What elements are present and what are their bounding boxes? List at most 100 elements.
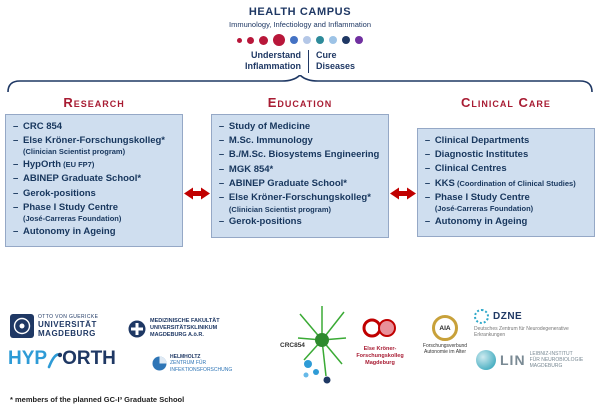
ovgu-line2: UNIVERSITÄT: [38, 320, 97, 329]
list-item: M.Sc. Immunology: [219, 135, 384, 148]
list-item: Study of Medicine: [219, 121, 384, 134]
lin-logo: LIN LEIBNIZ-INSTITUT FÜR NEUROBIOLOGIE M…: [476, 350, 583, 370]
column-title-research: Research: [63, 94, 125, 110]
crc854-neuron-icon: [297, 306, 347, 384]
list-item: Clinical Centres: [425, 163, 590, 176]
logo-strip: OTTO VON GUERICKE UNIVERSITÄT MAGDEBURG …: [0, 302, 600, 392]
column-title-clinical-care: Clinical Care: [460, 94, 551, 110]
lin-line3: MAGDEBURG: [529, 363, 563, 370]
list-item: Gerok-positions: [219, 216, 384, 229]
page-title: HEALTH CAMPUS: [248, 6, 352, 18]
dzne-line1: Deutsches Zentrum für Neurodegenerative: [474, 326, 569, 332]
lin-line1: LEIBNIZ-INSTITUT: [529, 350, 573, 357]
dot: [342, 36, 350, 44]
dot: [290, 36, 298, 44]
column-education: Education Study of MedicineM.Sc. Immunol…: [210, 94, 390, 248]
medfak-line3: MAGDEBURG A.ö.R.: [150, 332, 204, 339]
hyporth-part2: ORTH: [62, 348, 116, 369]
helmholtz-line1: HELMHOLTZ: [170, 354, 201, 360]
dot: [355, 36, 363, 44]
tagline: Understand Inflammation Cure Diseases: [0, 50, 600, 73]
arrow-research-education: [183, 95, 211, 248]
dot: [303, 36, 311, 44]
dot: [316, 36, 324, 44]
dot: [237, 37, 242, 43]
ovgu-emblem-icon: [10, 314, 34, 338]
list-item: KKS (Coordination of Clinical Studies): [425, 178, 590, 191]
ovgu-logo: OTTO VON GUERICKE UNIVERSITÄT MAGDEBURG: [10, 314, 98, 338]
tagline-understand: Understand: [250, 50, 301, 60]
header: HEALTH CAMPUS Immunology, Infectiology a…: [0, 0, 600, 73]
else-kroener-icon: [362, 318, 396, 338]
dots-row: [0, 33, 600, 47]
medfak-line2: UNIVERSITÄTSKLINIKUM: [150, 325, 218, 332]
list-item: Autonomy in Ageing: [13, 226, 178, 239]
list-item: CRC 854: [13, 121, 178, 134]
dot: [273, 34, 285, 46]
medfak-line1: MEDIZINISCHE FAKULTÄT: [150, 318, 220, 324]
list-item: Gerok-positions: [13, 188, 178, 201]
list-item: Diagnostic Institutes: [425, 149, 590, 162]
lin-abbr: LIN: [500, 352, 526, 368]
hyporth-logo: HYP ORTH: [8, 348, 116, 370]
tagline-divider: [307, 50, 309, 73]
hyporth-part1: HYP: [8, 348, 48, 369]
dzne-circle-icon: [474, 309, 489, 324]
list-item: ABINEP Graduate School*: [13, 173, 178, 186]
dzne-logo: DZNE Deutsches Zentrum für Neurodegenera…: [474, 309, 592, 338]
dzne-abbr: DZNE: [493, 311, 523, 322]
aia-logo: AIA Forschungsverbund Autonomie im Alter: [421, 315, 469, 356]
helmholtz-icon: [152, 356, 167, 371]
crc854-label: CRC854: [280, 342, 305, 349]
list-item: Phase I Study Centre(José-Carreras Found…: [425, 192, 590, 214]
ovgu-line3: MAGDEBURG: [38, 329, 96, 338]
aia-abbr: AIA: [439, 324, 451, 332]
column-title-education: Education: [267, 94, 333, 110]
lin-line2: FÜR NEUROBIOLOGIE: [529, 356, 584, 363]
ovgu-line1: OTTO VON GUERICKE: [38, 314, 99, 320]
kroener-line1: Else Kröner-: [363, 346, 397, 352]
medical-faculty-logo: MEDIZINISCHE FAKULTÄT UNIVERSITÄTSKLINIK…: [128, 318, 220, 339]
kroener-line3: Magdeburg: [365, 359, 395, 366]
arrow-education-clinical: [389, 95, 417, 248]
page-subtitle: Immunology, Infectiology and Inflammatio…: [228, 20, 372, 29]
tagline-right: Cure Diseases: [309, 50, 362, 73]
kroener-line2: Forschungskolleg: [356, 352, 404, 359]
helmholtz-line2: ZENTRUM FÜR: [170, 360, 207, 367]
aia-line2: Autonomie im Alter: [424, 349, 466, 356]
aia-ring-icon: AIA: [432, 315, 458, 341]
footnote: * members of the planned GC-I³ Graduate …: [10, 395, 185, 404]
helmholtz-line3: INFEKTIONSFORSCHUNG: [170, 366, 233, 373]
list-item: Else Kröner-Forschungskolleg*(Clinician …: [219, 192, 384, 214]
tagline-inflammation: Inflammation: [244, 61, 301, 72]
dzne-line2: Erkrankungen: [474, 332, 506, 338]
list-item: ABINEP Graduate School*: [219, 178, 384, 191]
list-item: MGK 854*: [219, 164, 384, 177]
column-clinical-care: Clinical Care Clinical DepartmentsDiagno…: [416, 94, 595, 248]
list-item: HypOrth (EU FP7): [13, 159, 178, 172]
list-item: B./M.Sc. Biosystems Engineering: [219, 149, 384, 162]
dot: [259, 35, 268, 45]
else-kroener-logo: Else Kröner- Forschungskolleg Magdeburg: [349, 316, 411, 367]
tagline-cure: Cure: [315, 50, 337, 60]
dot: [329, 36, 337, 44]
helmholtz-logo: HELMHOLTZ ZENTRUM FÜR INFEKTIONSFORSCHUN…: [152, 354, 232, 373]
hyporth-joint-icon: [47, 352, 63, 369]
medical-faculty-emblem-icon: [128, 320, 146, 338]
education-box: Study of MedicineM.Sc. ImmunologyB./M.Sc…: [210, 113, 390, 238]
tagline-left: Understand Inflammation: [238, 50, 308, 73]
double-arrow-icon: [184, 187, 211, 199]
brace-icon: [7, 74, 593, 92]
clinical-care-box: Clinical DepartmentsDiagnostic Institute…: [416, 127, 595, 238]
list-item: Phase I Study Centre(José-Carreras Found…: [13, 202, 178, 224]
list-item: Clinical Departments: [425, 135, 590, 148]
tagline-diseases: Diseases: [315, 61, 356, 72]
lin-sphere-icon: [476, 350, 496, 370]
double-arrow-icon: [389, 187, 416, 199]
list-item: Autonomy in Ageing: [425, 216, 590, 229]
list-item: Else Kröner-Forschungskolleg*(Clinician …: [13, 135, 178, 157]
dot: [247, 36, 254, 44]
